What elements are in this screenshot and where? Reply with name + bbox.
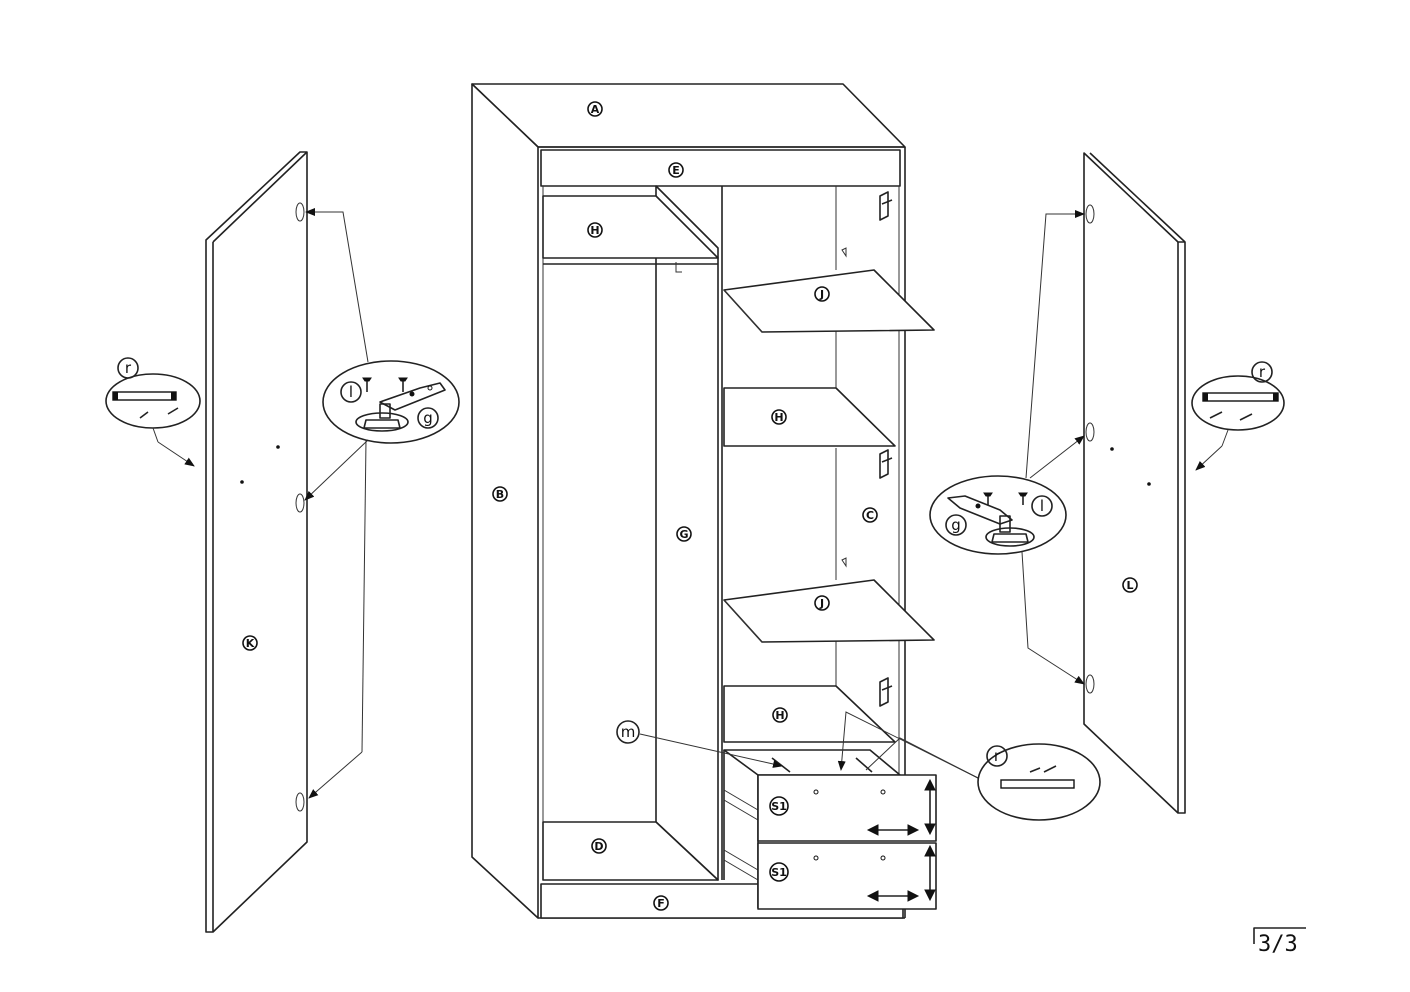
svg-text:H: H bbox=[775, 709, 784, 722]
adjust-arrows-icon bbox=[866, 778, 936, 902]
svg-text:3/3: 3/3 bbox=[1258, 932, 1298, 957]
svg-text:l: l bbox=[349, 383, 353, 401]
label-h-low: H bbox=[772, 707, 788, 723]
callout-g: g bbox=[417, 407, 439, 429]
svg-text:A: A bbox=[591, 103, 600, 116]
svg-text:B: B bbox=[496, 488, 504, 501]
label-c: C bbox=[862, 507, 878, 523]
svg-text:r: r bbox=[994, 747, 1001, 765]
label-b: B bbox=[492, 486, 508, 502]
label-e: E bbox=[668, 162, 684, 178]
handle-bar-icon bbox=[112, 391, 177, 401]
label-a: A bbox=[587, 101, 603, 117]
svg-text:C: C bbox=[866, 509, 874, 522]
callout-l: l bbox=[340, 381, 362, 403]
hinge-icon bbox=[355, 382, 446, 432]
handle-bar-icon bbox=[1202, 392, 1279, 402]
handle-left-detail: r bbox=[105, 357, 201, 467]
hinge-plate-icon bbox=[841, 191, 893, 707]
handle-bar-icon bbox=[1000, 779, 1075, 789]
callout-r-drawer: r bbox=[986, 745, 1008, 767]
svg-text:H: H bbox=[590, 224, 599, 237]
callout-r-left: r bbox=[117, 357, 139, 379]
svg-text:H: H bbox=[774, 411, 783, 424]
label-f: F bbox=[653, 895, 669, 911]
hinge-icon bbox=[947, 495, 1035, 547]
svg-text:E: E bbox=[672, 164, 680, 177]
svg-text:r: r bbox=[1259, 363, 1266, 381]
svg-text:J: J bbox=[819, 288, 824, 301]
handle-right-detail: r bbox=[1191, 361, 1285, 471]
svg-text:K: K bbox=[246, 637, 255, 650]
label-k: K bbox=[242, 635, 258, 651]
callout-r-right: r bbox=[1251, 361, 1273, 383]
svg-text:J: J bbox=[819, 597, 824, 610]
hinge-right-leaders bbox=[1021, 210, 1085, 685]
handle-drawer-detail: r bbox=[837, 711, 1101, 821]
svg-text:S1: S1 bbox=[771, 800, 787, 813]
svg-text:l: l bbox=[1040, 497, 1044, 515]
label-j-low: J bbox=[814, 595, 830, 611]
svg-text:m: m bbox=[621, 723, 636, 741]
svg-text:S1: S1 bbox=[771, 866, 787, 879]
screw-icon bbox=[983, 492, 1028, 505]
label-l: L bbox=[1122, 577, 1138, 593]
label-h-mid: H bbox=[771, 409, 787, 425]
svg-text:G: G bbox=[679, 528, 688, 541]
hinge-left-leaders bbox=[304, 208, 369, 799]
callout-g: g bbox=[945, 514, 967, 536]
svg-text:g: g bbox=[423, 409, 433, 427]
drawer-screw-callout: m bbox=[616, 720, 783, 768]
label-h-top: H bbox=[587, 222, 603, 238]
label-s1-top: S1 bbox=[769, 796, 789, 816]
label-j-top: J bbox=[814, 286, 830, 302]
svg-text:F: F bbox=[657, 897, 665, 910]
label-g: G bbox=[676, 526, 692, 542]
screw-icon bbox=[362, 377, 408, 392]
page-number: 3/3 bbox=[1253, 927, 1306, 957]
label-s1-bottom: S1 bbox=[769, 862, 789, 882]
svg-text:D: D bbox=[594, 840, 603, 853]
label-d: D bbox=[591, 838, 607, 854]
hinge-left-detail: l g bbox=[322, 360, 460, 444]
callout-l: l bbox=[1031, 495, 1053, 517]
hinge-right-detail: l g bbox=[929, 475, 1067, 555]
door-right-l bbox=[1083, 152, 1186, 814]
door-left-k bbox=[205, 151, 308, 933]
svg-text:r: r bbox=[125, 359, 132, 377]
svg-text:g: g bbox=[951, 516, 961, 534]
svg-text:L: L bbox=[1126, 579, 1133, 592]
cabinet-carcass bbox=[471, 83, 935, 919]
